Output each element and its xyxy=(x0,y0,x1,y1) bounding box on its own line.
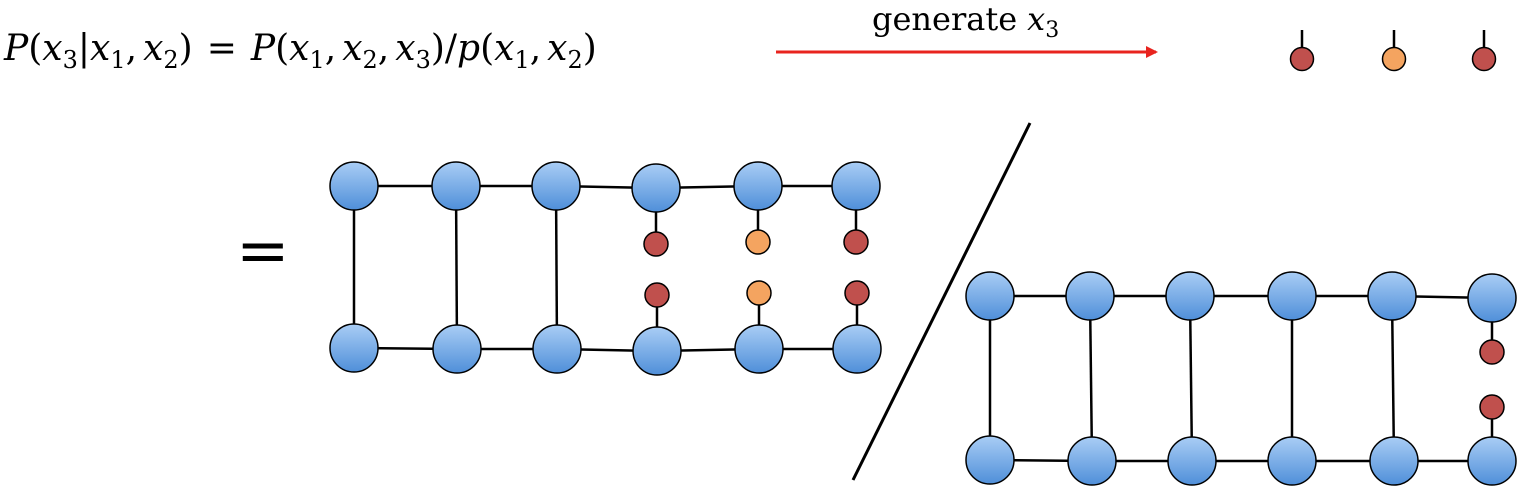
top-sample-node xyxy=(1479,339,1505,365)
top-sample-node xyxy=(643,231,669,257)
mps-node-bottom xyxy=(432,324,482,374)
mps-node-bottom xyxy=(532,324,582,374)
division-slash xyxy=(851,122,1032,481)
mps-node-top xyxy=(965,271,1015,321)
sample-node xyxy=(1381,46,1407,72)
mps-node-bottom xyxy=(329,323,379,373)
mps-node-top xyxy=(1267,271,1317,321)
mps-node-bottom xyxy=(1369,436,1419,486)
vertical-bond xyxy=(454,185,459,350)
bottom-sample-node xyxy=(844,280,870,306)
mps-node-bottom xyxy=(832,324,882,374)
mps-node-top xyxy=(1367,271,1417,321)
top-sample-node xyxy=(745,229,771,255)
mps-node-top xyxy=(831,161,881,211)
mps-node-top xyxy=(1165,271,1215,321)
sample-node xyxy=(1289,46,1315,72)
vertical-bond xyxy=(1088,295,1094,462)
mps-node-bottom xyxy=(734,324,784,374)
equals-sign: = xyxy=(236,214,290,288)
generated-samples xyxy=(1289,30,1497,72)
bottom-sample-node xyxy=(1479,394,1505,420)
mps-node-top xyxy=(431,161,481,211)
denominator-tensor-network xyxy=(965,271,1517,486)
vertical-bond xyxy=(554,185,559,350)
mps-node-top xyxy=(531,161,581,211)
conditional-probability-formula: P(x3|x1,x2)=P(x1,x2,x3)/p(x1,x2) xyxy=(3,28,597,74)
top-sample-node xyxy=(843,229,869,255)
mps-node-bottom xyxy=(1267,436,1317,486)
mps-node-bottom xyxy=(1067,436,1117,486)
vertical-bond xyxy=(1390,295,1396,462)
vertical-bond xyxy=(1188,295,1194,462)
mps-node-top xyxy=(733,161,783,211)
mps-node-top xyxy=(1467,273,1517,323)
mps-node-bottom xyxy=(965,435,1015,485)
sample-node xyxy=(1471,46,1497,72)
mps-node-bottom xyxy=(1167,436,1217,486)
mps-node-bottom xyxy=(1467,436,1517,486)
mps-node-bottom xyxy=(632,326,682,376)
bottom-sample-node xyxy=(644,282,670,308)
mps-node-top xyxy=(1065,271,1115,321)
bottom-sample-node xyxy=(746,280,772,306)
numerator-tensor-network xyxy=(329,161,882,376)
mps-node-top xyxy=(631,163,681,213)
mps-node-top xyxy=(329,161,379,211)
